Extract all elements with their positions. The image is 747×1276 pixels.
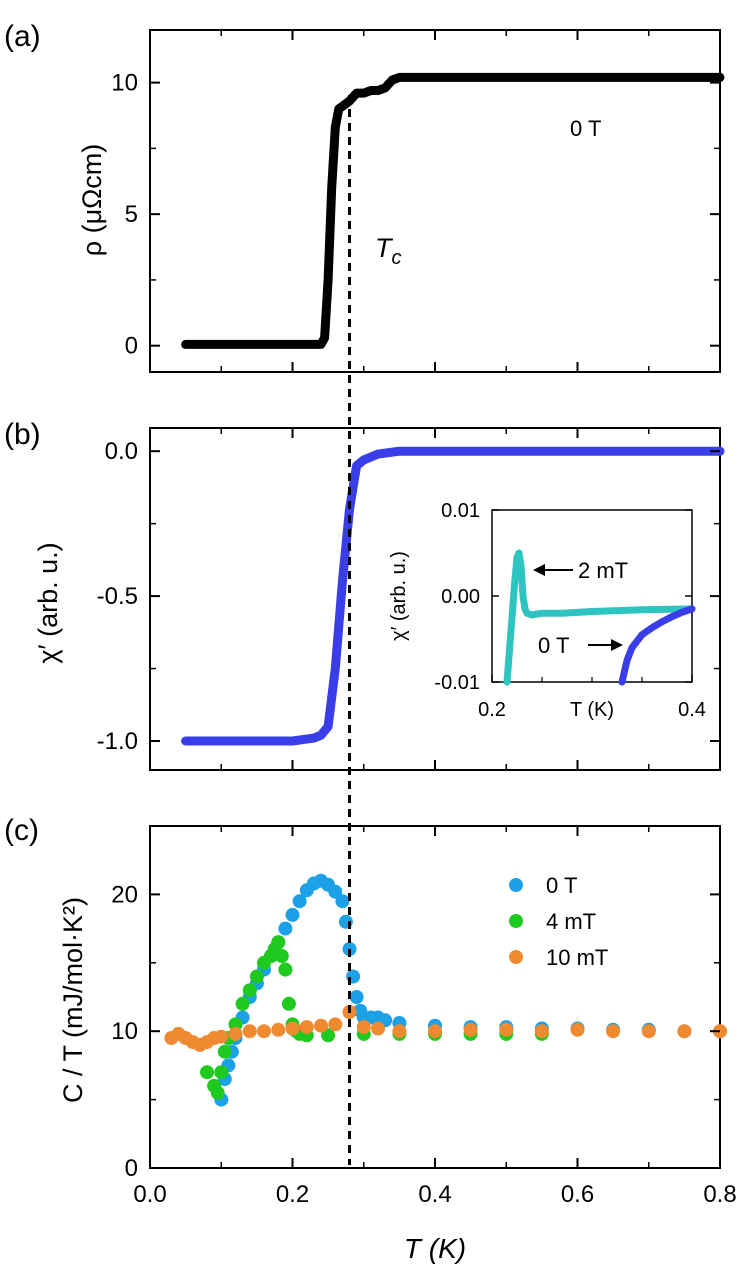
inset-y-tick-label: 0.00: [441, 586, 480, 608]
data-point: [214, 1065, 229, 1080]
series-line-0-0: [181, 72, 725, 349]
y-tick-label: -0.5: [97, 583, 138, 610]
data-point: [335, 894, 350, 909]
data-point: [570, 1022, 585, 1037]
data-point: [392, 1024, 407, 1039]
y-tick-label: 5: [125, 201, 138, 228]
y-tick-label: 0: [125, 1155, 138, 1182]
panel-c: [164, 873, 727, 1107]
legend-label: 4 mT: [546, 909, 596, 934]
panel-a-ylabel: ρ (μΩcm): [77, 144, 107, 257]
x-tick-label: 0.0: [133, 1181, 166, 1208]
inset-ylabel: χ′ (arb. u.): [388, 551, 410, 641]
y-tick-label: 10: [111, 70, 138, 97]
data-point: [214, 1029, 229, 1044]
data-point: [200, 1065, 214, 1080]
panel-c-ylabel: C / T (mJ/mol·K²): [58, 897, 88, 1103]
data-point: [292, 894, 307, 909]
inset-ticks: 0.01 0.00 -0.01 0.2 0.4: [434, 500, 706, 721]
data-point: [321, 1028, 336, 1043]
panel-a-y-ticks: 0 5 10: [111, 30, 721, 372]
data-point: [242, 983, 257, 998]
data-point: [210, 1085, 225, 1100]
data-point: [278, 921, 293, 936]
panel-b-y-ticks: 0.0 -0.5 -1.0: [97, 428, 721, 770]
panel-b: [181, 446, 725, 746]
inset-xlabel: T (K): [570, 699, 614, 721]
data-point: [328, 1017, 343, 1032]
x-tick-label: 0.6: [561, 1181, 594, 1208]
data-point: [271, 935, 286, 950]
data-point: [217, 1044, 232, 1059]
legend-marker: [509, 878, 523, 892]
annotation-0T-a: 0 T: [570, 116, 601, 141]
inset-arrow-0T: [588, 639, 623, 651]
data-point: [349, 990, 364, 1004]
data-point: [463, 1022, 478, 1037]
panel-c-xlabel: T (K): [404, 1233, 466, 1264]
data-point: [274, 949, 289, 963]
panel-c-frame: [149, 825, 721, 1169]
panel-c-y-ticks: 0 10 20: [111, 826, 721, 1182]
data-point: [606, 1024, 621, 1039]
inset-x-tick-label: 0.2: [478, 699, 506, 721]
panel-c-x-ticks: 0.0 0.2 0.4 0.6 0.8: [133, 1181, 736, 1208]
data-point: [534, 1024, 549, 1039]
y-tick-label: 0.0: [105, 438, 138, 465]
data-point: [428, 1024, 442, 1039]
series-line-1-0: [181, 446, 725, 746]
panel-a: [181, 72, 725, 349]
data-point: [285, 1021, 300, 1036]
inset-label-0T: 0 T: [538, 633, 569, 658]
inset-y-tick-label: 0.01: [441, 500, 480, 522]
data-point: [228, 1026, 243, 1041]
data-point: [257, 1024, 271, 1039]
data-point: [677, 1024, 692, 1039]
legend-marker: [509, 914, 523, 928]
inset-x-tick-label: 0.4: [678, 699, 706, 721]
data-point: [371, 1021, 385, 1036]
inset-series-line-0: [503, 549, 696, 686]
data-point: [235, 996, 250, 1011]
x-tick-label: 0.2: [276, 1181, 309, 1208]
data-point: [281, 996, 296, 1011]
panel-b-ylabel: χ′ (arb. u.): [33, 542, 63, 663]
y-tick-label: -1.0: [97, 728, 138, 755]
x-tick-label: 0.4: [418, 1181, 451, 1208]
x-tick-label: 0.8: [703, 1181, 736, 1208]
data-point: [356, 1020, 371, 1035]
y-tick-label: 0: [125, 333, 138, 360]
data-point: [242, 1024, 257, 1039]
inset-y-tick-label: -0.01: [434, 672, 480, 694]
panel-label-b: (b): [4, 418, 41, 451]
data-point: [314, 1018, 328, 1033]
inset-series-line-1: [618, 605, 696, 686]
inset-arrow-2mT: [533, 564, 573, 576]
data-point: [271, 1022, 286, 1037]
data-point: [499, 1022, 514, 1037]
inset-label-2mT: 2 mT: [578, 558, 628, 583]
annotation-tc: Tc: [375, 233, 402, 269]
legend-label: 10 mT: [546, 945, 608, 970]
data-point: [285, 907, 300, 922]
inset-b: [503, 549, 696, 686]
data-point: [278, 962, 293, 977]
data-point: [641, 1024, 656, 1039]
y-tick-label: 20: [111, 881, 138, 908]
panel-label-a: (a): [4, 20, 41, 53]
legend-marker: [509, 950, 523, 964]
legend-label: 0 T: [546, 873, 577, 898]
data-point: [249, 969, 264, 984]
panel-label-c: (c): [4, 814, 39, 847]
y-tick-label: 10: [111, 1018, 138, 1045]
legend: 0 T 4 mT 10 mT: [509, 873, 608, 970]
data-point: [299, 1020, 314, 1035]
